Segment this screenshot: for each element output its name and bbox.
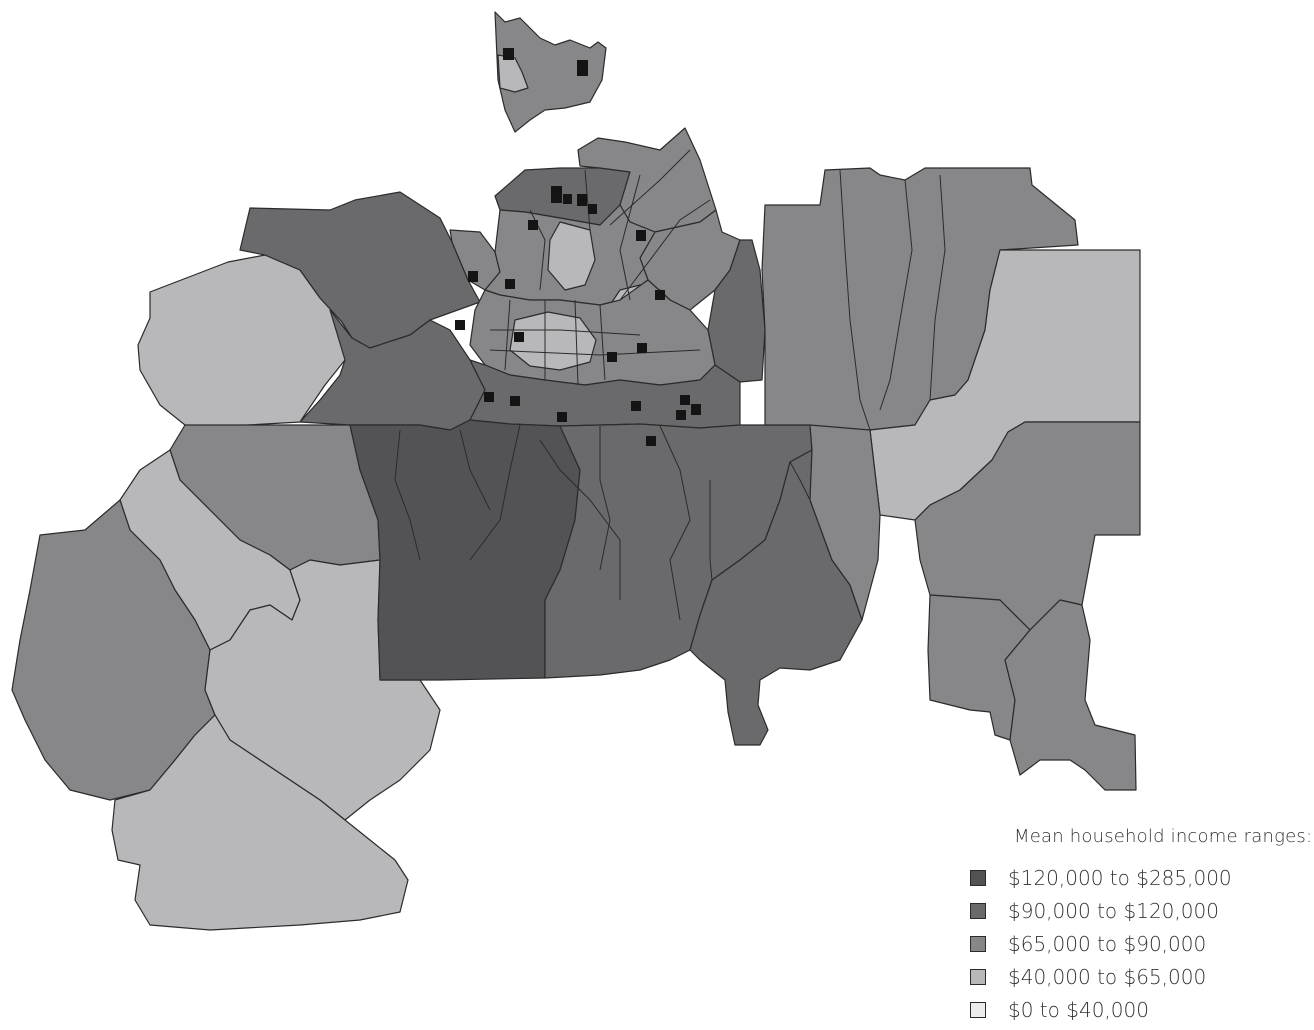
- point-marker: [557, 412, 567, 422]
- region-southwest-south: [111, 714, 409, 931]
- region-north-enclave: [494, 11, 607, 133]
- point-marker: [588, 204, 597, 214]
- point-marker: [468, 271, 478, 282]
- legend-label: $65,000 to $90,000: [1008, 931, 1207, 956]
- region-south-central-east: [689, 449, 863, 746]
- point-marker: [503, 48, 514, 60]
- legend-swatch: [970, 869, 986, 886]
- region-east-bottom-right: [1004, 599, 1137, 791]
- legend-label: $40,000 to $65,000: [1008, 964, 1207, 989]
- region-core-light-north: [547, 221, 596, 291]
- point-markers: [455, 48, 701, 446]
- point-marker: [455, 320, 465, 330]
- point-marker: [655, 290, 665, 300]
- region-east-south: [809, 424, 881, 621]
- legend-label: $90,000 to $120,000: [1008, 898, 1219, 923]
- point-marker: [484, 392, 494, 402]
- point-marker: [636, 230, 646, 241]
- point-marker: [577, 60, 588, 76]
- region-east-bottom-left: [927, 594, 1031, 741]
- legend-swatch: [970, 1001, 986, 1018]
- legend-title: Mean household income ranges:: [1014, 826, 1313, 847]
- point-marker: [505, 279, 515, 289]
- tract-boundaries: [394, 149, 946, 621]
- legend-item: $120,000 to $285,000: [970, 861, 1310, 894]
- legend-item: $90,000 to $120,000: [970, 894, 1310, 927]
- legend-label: $120,000 to $285,000: [1008, 865, 1232, 890]
- legend: Mean household income ranges: $120,000 t…: [970, 826, 1313, 1026]
- legend-swatch: [970, 968, 986, 985]
- legend-swatch: [970, 935, 986, 952]
- legend-item: $65,000 to $90,000: [970, 927, 1310, 960]
- region-core-light-center: [509, 311, 597, 371]
- point-marker: [646, 436, 656, 446]
- point-marker: [563, 194, 572, 204]
- map-regions: [11, 11, 1141, 931]
- legend-item: $40,000 to $65,000: [970, 960, 1310, 993]
- point-marker: [631, 401, 641, 411]
- point-marker: [528, 220, 538, 230]
- point-marker: [577, 194, 587, 206]
- point-marker: [514, 332, 524, 342]
- region-east-strip: [707, 239, 766, 383]
- region-north-enclave-small: [497, 54, 529, 93]
- point-marker: [637, 343, 647, 353]
- point-marker: [551, 186, 562, 203]
- point-marker: [676, 410, 686, 420]
- legend-swatch: [970, 902, 986, 919]
- point-marker: [680, 395, 690, 405]
- legend-label: $0 to $40,000: [1008, 997, 1149, 1022]
- legend-item: $0 to $40,000: [970, 993, 1310, 1026]
- point-marker: [607, 352, 617, 362]
- point-marker: [510, 396, 520, 406]
- point-marker: [691, 404, 701, 415]
